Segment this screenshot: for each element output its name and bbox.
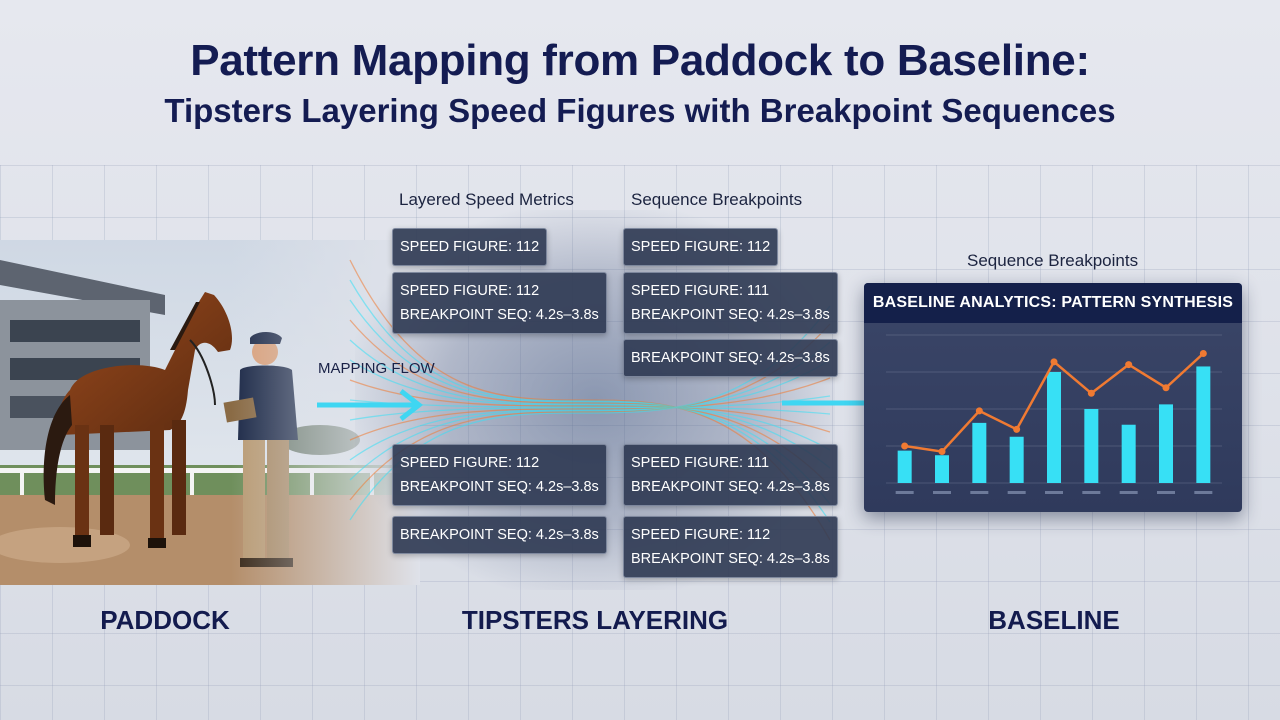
baseline-sequence-breakpoints-label: Sequence Breakpoints [967,251,1139,270]
metric-tag-line: BREAKPOINT SEQ: 4.2s–3.8s [400,479,599,495]
metric-tag-line: SPEED FIGURE: 111 [631,455,770,471]
chart-baseline-tick [1157,491,1175,494]
chart-baseline-tick [1045,491,1063,494]
chart-baseline-tick [1194,491,1213,494]
chart-line-point [938,448,946,456]
chart-line-point [1087,389,1095,397]
chart-baseline-tick [1007,491,1026,494]
chart-line-point [1125,361,1133,369]
section-baseline: BASELINE [988,605,1120,635]
mapping-flow-arrow-icon [317,389,424,421]
chart-line-point [975,407,983,415]
chart-bar [1084,409,1099,483]
metric-tag-line: BREAKPOINT SEQ: 4.2s–3.8s [631,551,830,567]
chart-baseline-tick [895,491,914,494]
section-paddock: PADDOCK [100,605,230,635]
metric-tag-line: SPEED FIGURE: 112 [400,283,540,299]
metric-tag-line: BREAKPOINT SEQ: 4.2s–3.8s [631,479,830,495]
chart-bar [1196,366,1211,483]
mapping-flow-label: MAPPING FLOW [318,360,435,377]
flow-line [349,319,831,487]
metric-tag-line: BREAKPOINT SEQ: 4.2s–3.8s [400,307,599,323]
chart-line-point [901,442,909,450]
flow-line [349,299,831,505]
chart-bar [935,455,949,483]
metric-tag-line: SPEED FIGURE: 111 [631,283,770,299]
chart-baseline-tick [1082,491,1101,494]
chart-baseline-tick [970,491,989,494]
chart-bar [1047,372,1061,483]
chart-bar [1009,436,1024,483]
pattern-synthesis-chart [886,334,1222,494]
metric-tag-line: SPEED FIGURE: 112 [400,239,540,255]
section-tipsters-layering: TIPSTERS LAYERING [461,605,729,635]
baseline-analytics-panel: BASELINE ANALYTICS: PATTERN SYNTHESIS [864,283,1242,512]
metric-tag: SPEED FIGURE: 112 [623,228,779,266]
metric-tag-line: BREAKPOINT SEQ: 4.2s–3.8s [631,307,830,323]
paddock-illustration [0,240,420,585]
chart-baseline-tick [1119,491,1138,494]
metric-tag-line: SPEED FIGURE: 112 [631,239,771,255]
panel-title: BASELINE ANALYTICS: PATTERN SYNTHESIS [864,283,1242,323]
chart-baseline-tick [933,491,951,494]
metric-tag: BREAKPOINT SEQ: 4.2s–3.8s [623,339,838,377]
chart-bar [1159,404,1173,483]
chart-line-point [1199,350,1207,357]
layered-speed-metrics-label: Layered Speed Metrics [399,190,574,209]
flow-line [349,359,831,461]
chart-line-point [1050,358,1058,366]
chart-bar [972,422,987,483]
title-line-2: Tipsters Layering Speed Figures with Bre… [164,92,1116,129]
flow-line [349,341,831,481]
sequence-breakpoints-label: Sequence Breakpoints [631,190,803,209]
chart-line-point [1162,384,1170,392]
flow-line [349,377,831,441]
metric-tag-line: BREAKPOINT SEQ: 4.2s–3.8s [400,527,599,543]
metric-tag: SPEED FIGURE: 112 [392,228,548,266]
chart-bar [897,450,912,483]
title-line-1: Pattern Mapping from Paddock to Baseline… [190,36,1090,85]
metric-tag-line: SPEED FIGURE: 112 [631,527,771,543]
metric-tag-line: BREAKPOINT SEQ: 4.2s–3.8s [631,350,830,366]
chart-line-point [1013,425,1021,433]
flow-line [349,339,831,469]
chart-bar [1121,424,1136,483]
metric-tag-line: SPEED FIGURE: 112 [400,455,540,471]
flow-line [349,359,831,451]
metric-tag: BREAKPOINT SEQ: 4.2s–3.8s [392,516,607,554]
